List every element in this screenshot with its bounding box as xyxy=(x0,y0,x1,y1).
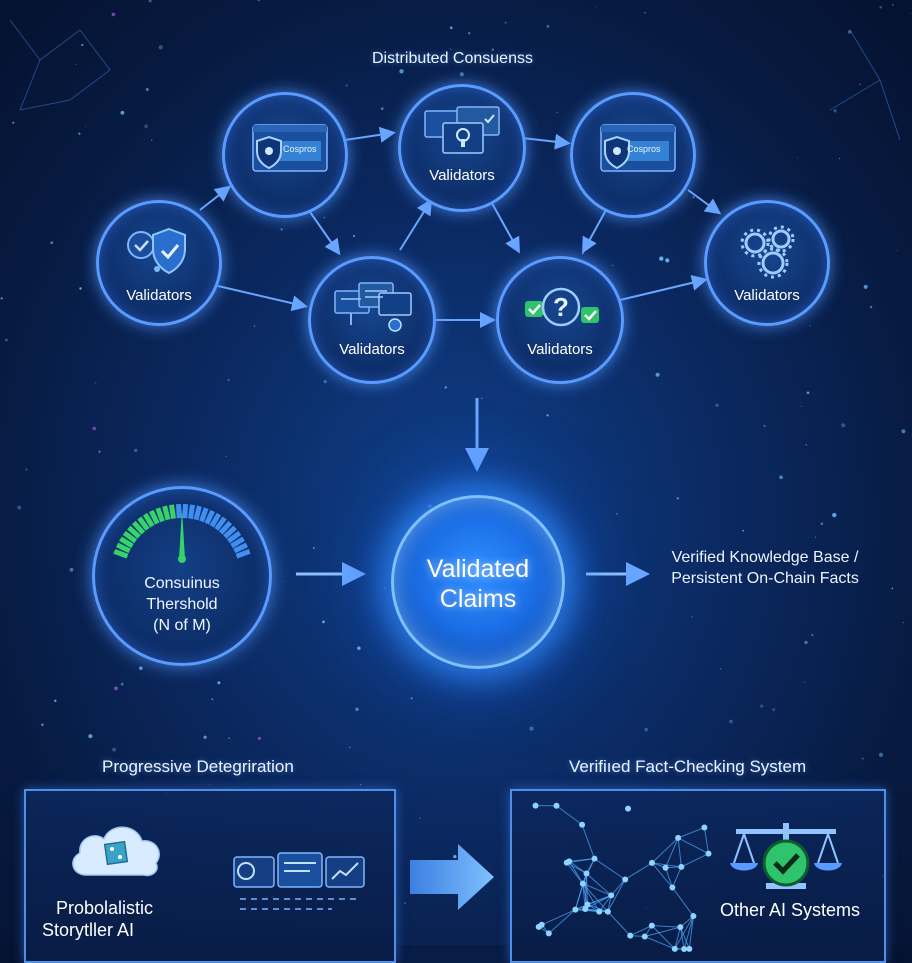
probabilistic-ai-line2: Storytller AI xyxy=(42,919,153,941)
graph-node xyxy=(649,923,655,929)
graph-node xyxy=(584,901,590,907)
bottom-right-panel: Other AI Systems xyxy=(510,789,886,963)
graph-edge xyxy=(675,916,694,949)
graph-node xyxy=(566,858,572,864)
graph-edge xyxy=(608,912,630,936)
graph-node xyxy=(605,909,611,915)
graph-node xyxy=(678,864,684,870)
graph-node xyxy=(579,822,585,828)
graph-edge xyxy=(625,863,652,880)
graph-node xyxy=(596,909,602,915)
graph-node xyxy=(681,946,687,952)
graph-edge xyxy=(569,861,586,873)
graph-edge xyxy=(542,910,576,925)
graph-edge xyxy=(681,854,708,867)
graph-node xyxy=(591,856,597,862)
kb-line2: Persistent On-Chain Facts xyxy=(650,568,880,589)
probabilistic-ai-label: Probolalistic Storytller AI xyxy=(42,897,153,941)
graph-edge xyxy=(582,825,594,859)
graph-node xyxy=(608,892,614,898)
graph-edge xyxy=(652,838,678,863)
graph-node xyxy=(553,803,559,809)
graph-node xyxy=(701,824,707,830)
validated-claims-core: Validated Claims xyxy=(391,495,565,669)
graph-edge xyxy=(672,888,693,917)
graph-edge xyxy=(684,916,693,949)
graph-edge xyxy=(666,838,679,868)
graph-node xyxy=(706,851,712,857)
graph-node xyxy=(622,876,628,882)
bottom-left-panel: Probolalistic Storytller AI xyxy=(24,789,396,963)
bottom-left-title: Progressive Detegriration xyxy=(102,757,294,777)
knowledge-base-label: Verified Knowledge Base / Persistent On-… xyxy=(650,547,880,589)
knowledge-graph-network xyxy=(526,799,716,955)
graph-node xyxy=(669,885,675,891)
graph-node xyxy=(533,803,539,809)
graph-edge xyxy=(678,838,681,867)
graph-node xyxy=(663,865,669,871)
dashboard-screens-icon xyxy=(232,851,366,915)
other-ai-systems-label: Other AI Systems xyxy=(720,899,860,921)
kb-line1: Verified Knowledge Base / xyxy=(650,547,880,568)
probabilistic-ai-line1: Probolalistic xyxy=(42,897,153,919)
graph-node xyxy=(672,946,678,952)
bottom-right-title: Verifiıed Fact-Checking System xyxy=(569,757,806,777)
core-label: Validated Claims xyxy=(394,554,562,614)
graph-edge xyxy=(678,827,704,837)
graph-node xyxy=(583,870,589,876)
graph-node xyxy=(572,907,578,913)
graph-node xyxy=(625,806,631,812)
graph-edge xyxy=(704,827,708,853)
graph-node xyxy=(690,913,696,919)
graph-edge xyxy=(675,927,681,949)
cloud-cube-icon xyxy=(64,817,170,885)
graph-edge xyxy=(549,910,576,934)
graph-edge xyxy=(672,867,681,888)
core-label-line1: Validated xyxy=(394,554,562,584)
graph-node xyxy=(677,924,683,930)
big-right-arrow xyxy=(410,842,496,912)
graph-node xyxy=(627,933,633,939)
graph-node xyxy=(580,881,586,887)
graph-node xyxy=(536,924,542,930)
graph-edge xyxy=(689,916,693,949)
core-label-line2: Claims xyxy=(394,584,562,614)
graph-edge xyxy=(594,859,625,880)
graph-edge xyxy=(556,806,582,825)
graph-node xyxy=(686,946,692,952)
graph-node xyxy=(675,835,681,841)
graph-edge xyxy=(569,861,583,883)
graph-node xyxy=(546,930,552,936)
graph-edge xyxy=(666,868,673,888)
scale-check-icon xyxy=(726,819,846,905)
graph-node xyxy=(649,860,655,866)
graph-edge xyxy=(652,926,681,927)
graph-edge xyxy=(678,838,708,854)
graph-edge xyxy=(645,936,675,948)
graph-node xyxy=(642,933,648,939)
